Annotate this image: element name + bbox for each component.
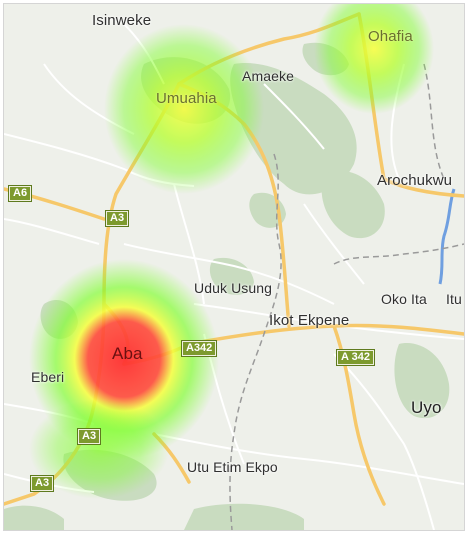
place-label-ohafia: Ohafia xyxy=(368,28,413,45)
road-shield-a3-south: A3 xyxy=(31,476,54,491)
place-label-itu: Itu xyxy=(446,291,462,307)
road-shield-a3-north: A3 xyxy=(106,211,129,226)
place-label-ikot-ekpene: Ikot Ekpene xyxy=(269,312,350,329)
map-viewport[interactable]: Isinweke Umuahia Amaeke Ohafia Arochukwu… xyxy=(3,3,465,531)
heat-spot-ohafia xyxy=(314,4,434,114)
admin-border-east xyxy=(333,243,464,265)
heat-spot-umuahia xyxy=(104,24,264,194)
place-label-umuahia: Umuahia xyxy=(156,90,217,107)
place-label-arochukwu: Arochukwu xyxy=(377,172,453,189)
river xyxy=(438,188,456,285)
place-label-utu-etim-ekpo: Utu Etim Ekpo xyxy=(187,459,278,475)
admin-border xyxy=(229,153,282,530)
road-shield-a6: A6 xyxy=(9,186,32,201)
heat-spot-aba-south xyxy=(29,399,169,499)
place-label-uduk-usung: Uduk Usung xyxy=(194,280,273,296)
place-label-isinweke: Isinweke xyxy=(92,12,152,29)
road-shield-a342-east: A 342 xyxy=(337,350,374,365)
place-label-uyo: Uyo xyxy=(411,398,442,417)
place-label-eberi: Eberi xyxy=(31,369,65,385)
place-label-aba: Aba xyxy=(112,344,143,363)
place-label-oko-ita: Oko Ita xyxy=(381,291,427,307)
road-shield-a342-west: A342 xyxy=(182,341,217,356)
place-label-amaeke: Amaeke xyxy=(242,68,294,84)
road-shield-a3-mid: A3 xyxy=(78,429,101,444)
map-canvas[interactable] xyxy=(4,4,464,530)
heatmap-layer xyxy=(29,4,434,499)
